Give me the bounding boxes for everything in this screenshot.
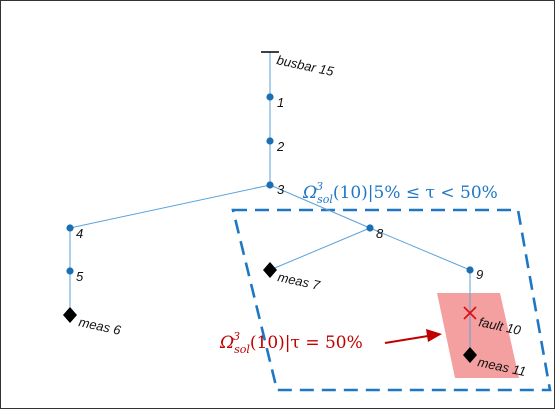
inner-subscript: sol bbox=[234, 343, 250, 356]
node-3 bbox=[266, 181, 274, 189]
meas-7-marker bbox=[263, 262, 277, 278]
label-node-3: 3 bbox=[277, 182, 285, 197]
node-4 bbox=[66, 224, 74, 232]
label-node-8: 8 bbox=[376, 226, 384, 241]
line-3-4 bbox=[69, 184, 271, 229]
inner-symbol: Ω bbox=[219, 333, 234, 353]
label-meas-6: meas 6 bbox=[77, 314, 123, 338]
node-8 bbox=[366, 224, 374, 232]
node-9 bbox=[466, 266, 474, 274]
inner-superscript: 3 bbox=[233, 330, 240, 343]
line-8-meas7 bbox=[269, 227, 371, 271]
meas-6-marker bbox=[63, 307, 77, 323]
label-busbar: busbar 15 bbox=[275, 52, 335, 79]
inner-condition: (10)|τ = 50% bbox=[250, 333, 363, 353]
label-node-9: 9 bbox=[476, 267, 483, 282]
feeder-lines bbox=[69, 52, 471, 355]
fault-arrow-head-icon bbox=[426, 329, 442, 342]
outer-symbol: Ω bbox=[302, 183, 317, 203]
label-node-5: 5 bbox=[76, 269, 84, 284]
fault-cross-icon bbox=[463, 306, 477, 320]
fault-arrow-line bbox=[384, 335, 429, 344]
node-1 bbox=[266, 93, 274, 101]
line-8-9 bbox=[369, 227, 471, 271]
label-meas-7: meas 7 bbox=[276, 269, 322, 293]
label-node-2: 2 bbox=[276, 139, 285, 154]
outer-condition: (10)|5% ≤ τ < 50% bbox=[333, 183, 498, 203]
bus-nodes bbox=[66, 93, 474, 275]
solution-region-outline bbox=[231, 208, 552, 392]
fault-region-shade bbox=[437, 293, 519, 378]
line-3-8 bbox=[269, 184, 371, 229]
meas-11-marker bbox=[463, 347, 477, 363]
node-2 bbox=[266, 137, 274, 145]
node-5 bbox=[66, 267, 74, 275]
outer-subscript: sol bbox=[317, 193, 333, 206]
label-node-4: 4 bbox=[76, 226, 83, 241]
outer-superscript: 3 bbox=[316, 180, 323, 193]
label-node-1: 1 bbox=[277, 95, 284, 110]
